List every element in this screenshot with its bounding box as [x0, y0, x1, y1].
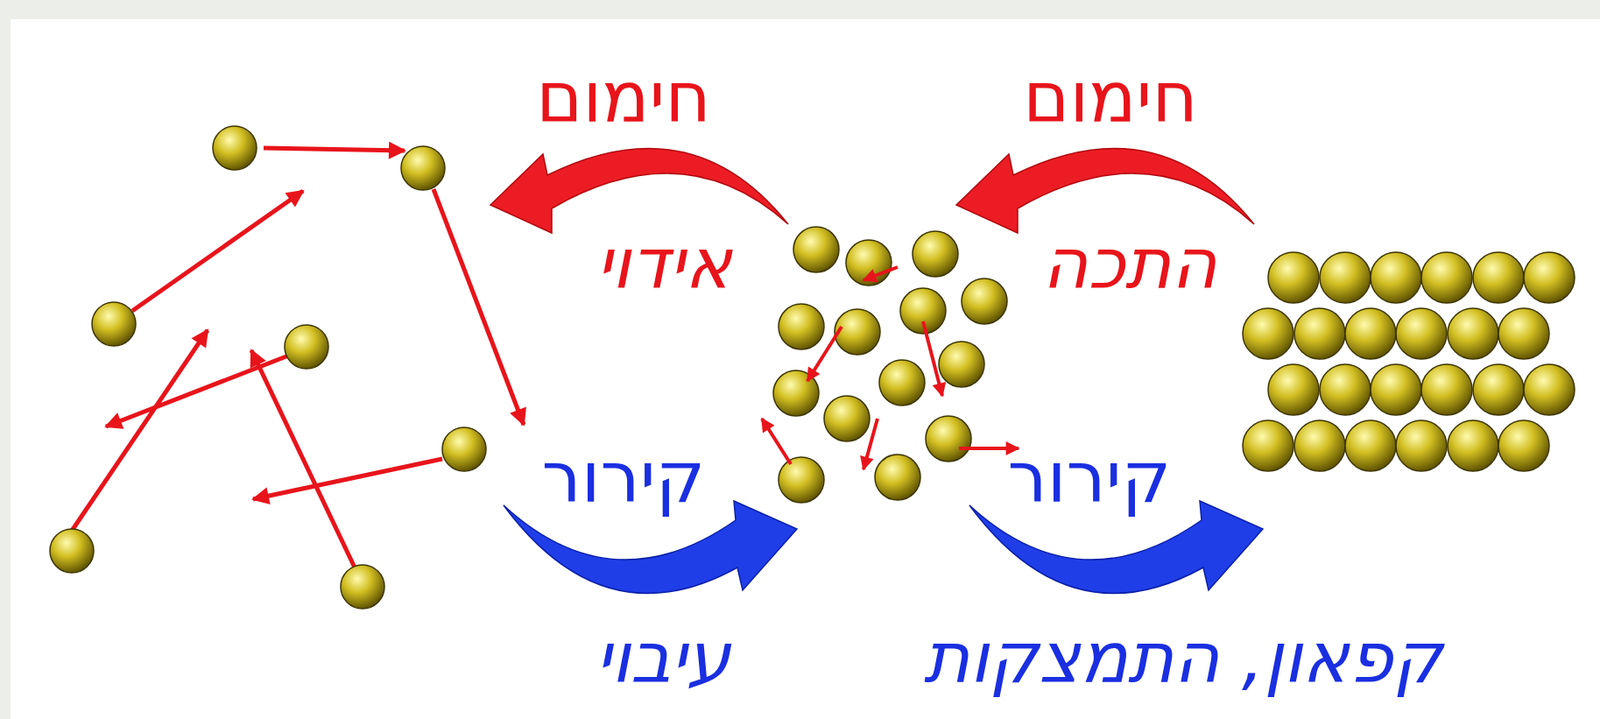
heating-arrows — [490, 148, 1255, 233]
process-label: חימום — [535, 63, 711, 134]
cooling-arrows — [503, 500, 1263, 594]
gas-molecules — [49, 126, 487, 609]
transition-label: אידוי — [596, 229, 733, 300]
transition-label: התכה — [1042, 229, 1217, 300]
process-label: חימום — [1022, 63, 1198, 134]
gas-motion-arrows — [71, 148, 524, 568]
solid-lattice — [1242, 252, 1575, 472]
transition-label: עיבוי — [595, 623, 731, 694]
transition-label: קפאון, התמצקות — [923, 623, 1443, 694]
liquid-molecules — [773, 226, 1008, 503]
panel — [10, 19, 1600, 719]
process-label: קירור — [542, 443, 706, 514]
liquid-motion-arrows — [761, 267, 1019, 470]
process-label: קירור — [1007, 443, 1172, 514]
